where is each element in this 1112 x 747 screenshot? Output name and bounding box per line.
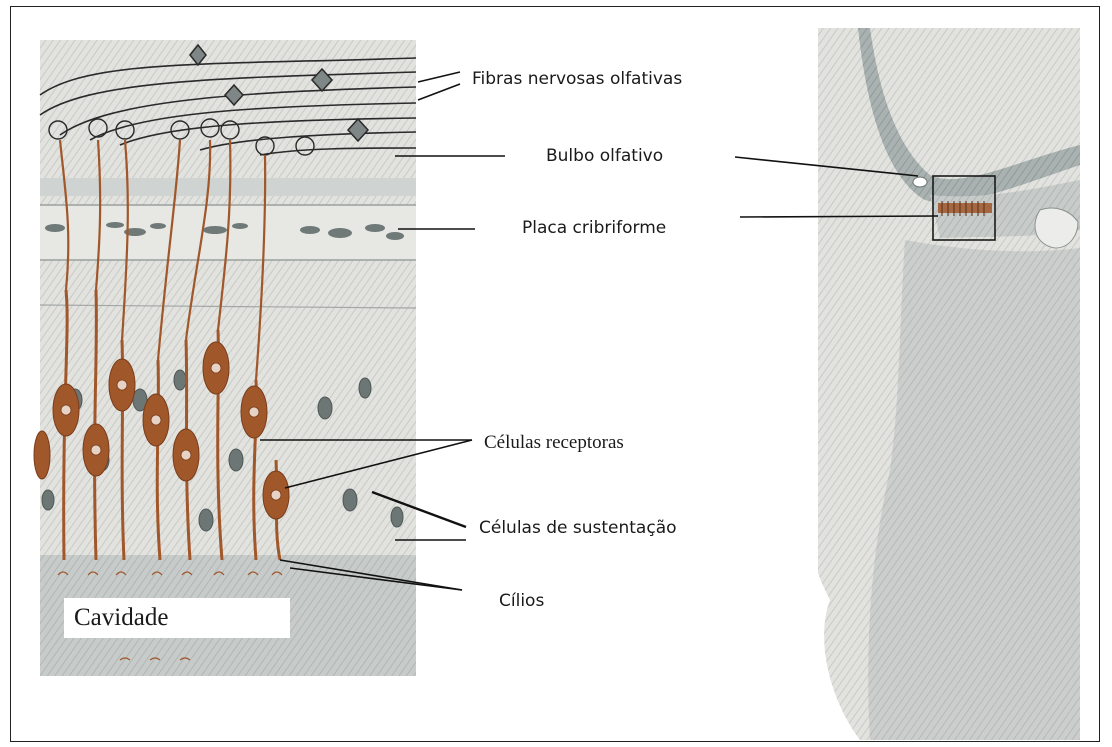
head-profile: [727, 28, 1080, 740]
label-fibras-nervosas: Fibras nervosas olfativas: [466, 68, 778, 90]
tissue-section: [34, 40, 416, 676]
label-cavidade: Cavidade: [64, 598, 290, 638]
label-placa-cribriforme: Placa cribriforme: [516, 217, 738, 239]
label-celulas-sustentacao: Células de sustentação: [473, 517, 765, 539]
label-bulbo-olfativo: Bulbo olfativo: [540, 145, 732, 167]
label-cilios: Cílios: [493, 590, 595, 612]
label-celulas-receptoras: Células receptoras: [478, 432, 710, 454]
